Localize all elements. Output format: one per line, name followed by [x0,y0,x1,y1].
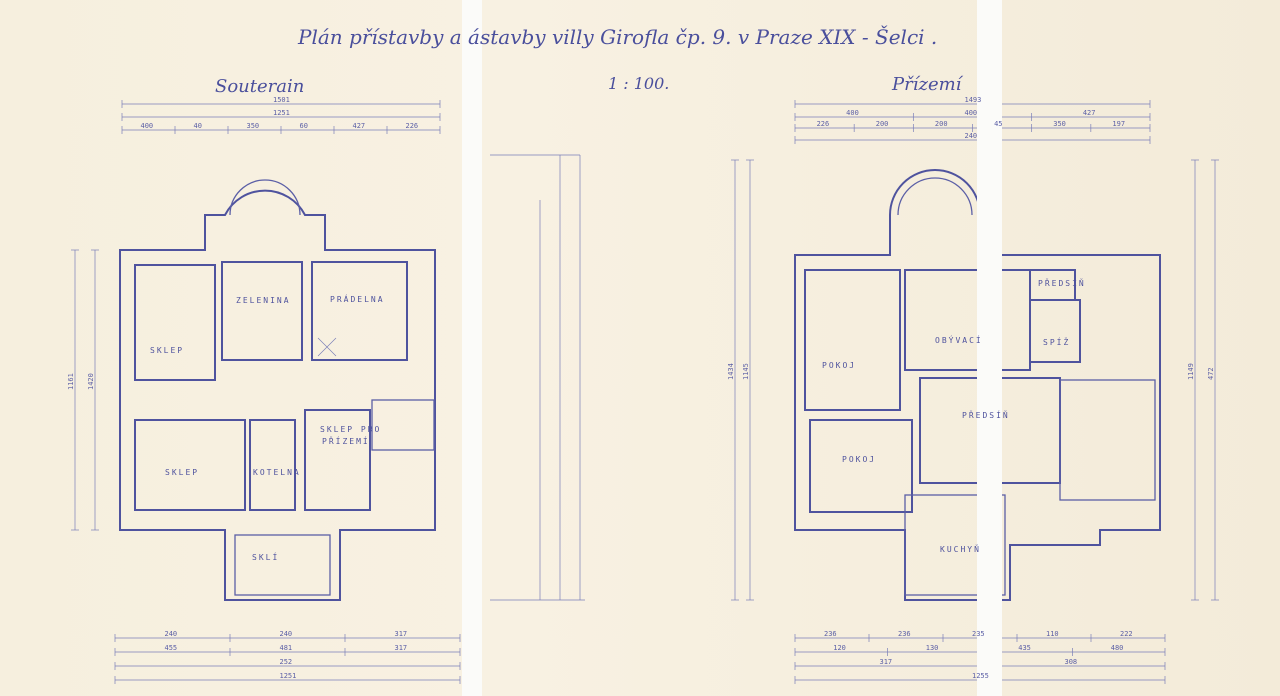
dimension-label: 40 [194,122,202,130]
dimension-label: 1251 [280,672,297,680]
room-label: SKLEP [165,468,199,477]
dimension-label: 472 [1207,367,1215,380]
dimension-label: 1161 [67,373,75,390]
prizemi-label: Přízemí [891,74,964,95]
dimension-label: 350 [1053,120,1066,128]
dimension-label: 317 [880,658,893,666]
room-label: OBÝVACÍ [935,334,983,345]
room-label: KOTELNA [253,468,301,477]
dimension-label: 435 [1018,644,1031,652]
dimension-label: 481 [280,644,293,652]
room-label: KUCHYŇ [940,543,981,554]
dimension-label: 1145 [742,363,750,380]
dimension-label: 120 [833,644,846,652]
room-label: PŘEDSÍŇ [1038,277,1086,288]
dimension-label: 200 [876,120,889,128]
dimension-label: 427 [353,122,366,130]
dimension-label: 317 [395,630,408,638]
room-label: SKLÍ [252,551,279,562]
dimension-label: 400 [141,122,154,130]
dimension-label: 400 [846,109,859,117]
center-dimension-lines [490,154,585,601]
room-label: ZELENINA [236,296,291,305]
dimension-label: 197 [1112,120,1125,128]
dimension-label: 1251 [273,109,290,117]
room-label: PŘEDSÍŇ [962,409,1010,420]
dimension-label: 200 [935,120,948,128]
dimension-label: 236 [824,630,837,638]
room-labels: SKLEP ZELENINA PRÁDELNA SKLEP KOTELNA SK… [150,277,1086,562]
room-label: PŘÍZEMÍ [322,435,370,446]
dimension-label: 1493 [965,96,982,104]
room-label: SPÍŽ [1043,336,1070,347]
room-label: POKOJ [822,361,856,370]
dimension-label: 130 [926,644,939,652]
tape-strip [462,0,482,696]
souterain-plan [119,179,436,601]
dimension-label: 308 [1065,658,1078,666]
dimension-label: 480 [1111,644,1124,652]
dimension-label: 400 [965,109,978,117]
dimension-label: 1149 [1187,363,1195,380]
sheet-title: Plán přístavby a ástavby villy Girofla č… [297,25,937,49]
dimension-label: 222 [1120,630,1133,638]
dimension-label: 60 [300,122,308,130]
souterain-label: Souterain [215,76,304,97]
dimension-label: 226 [817,120,830,128]
dimension-label: 240 [280,630,293,638]
scale-label: 1 : 100. [608,74,669,93]
dimension-label: 110 [1046,630,1059,638]
dimension-label: 317 [395,644,408,652]
dimension-label: 455 [165,644,178,652]
tape-strip [977,0,1002,696]
dimension-label: 1420 [87,373,95,390]
dimension-label: 1501 [273,96,290,104]
dimension-label: 236 [898,630,911,638]
dimension-label: 427 [1083,109,1096,117]
dimension-label: 45 [994,120,1002,128]
room-label: PRÁDELNA [330,293,385,304]
dimension-label: 350 [247,122,260,130]
dimension-label: 252 [280,658,293,666]
dimension-label: 235 [972,630,985,638]
room-label: POKOJ [842,455,876,464]
dimension-label: 1255 [972,672,989,680]
room-label: SKLEP PRO [320,425,381,434]
dimension-label: 226 [406,122,419,130]
dimension-label: 240 [165,630,178,638]
room-label: SKLEP [150,346,184,355]
dimension-label: 1434 [727,363,735,380]
dimension-label: 240 [965,132,978,140]
